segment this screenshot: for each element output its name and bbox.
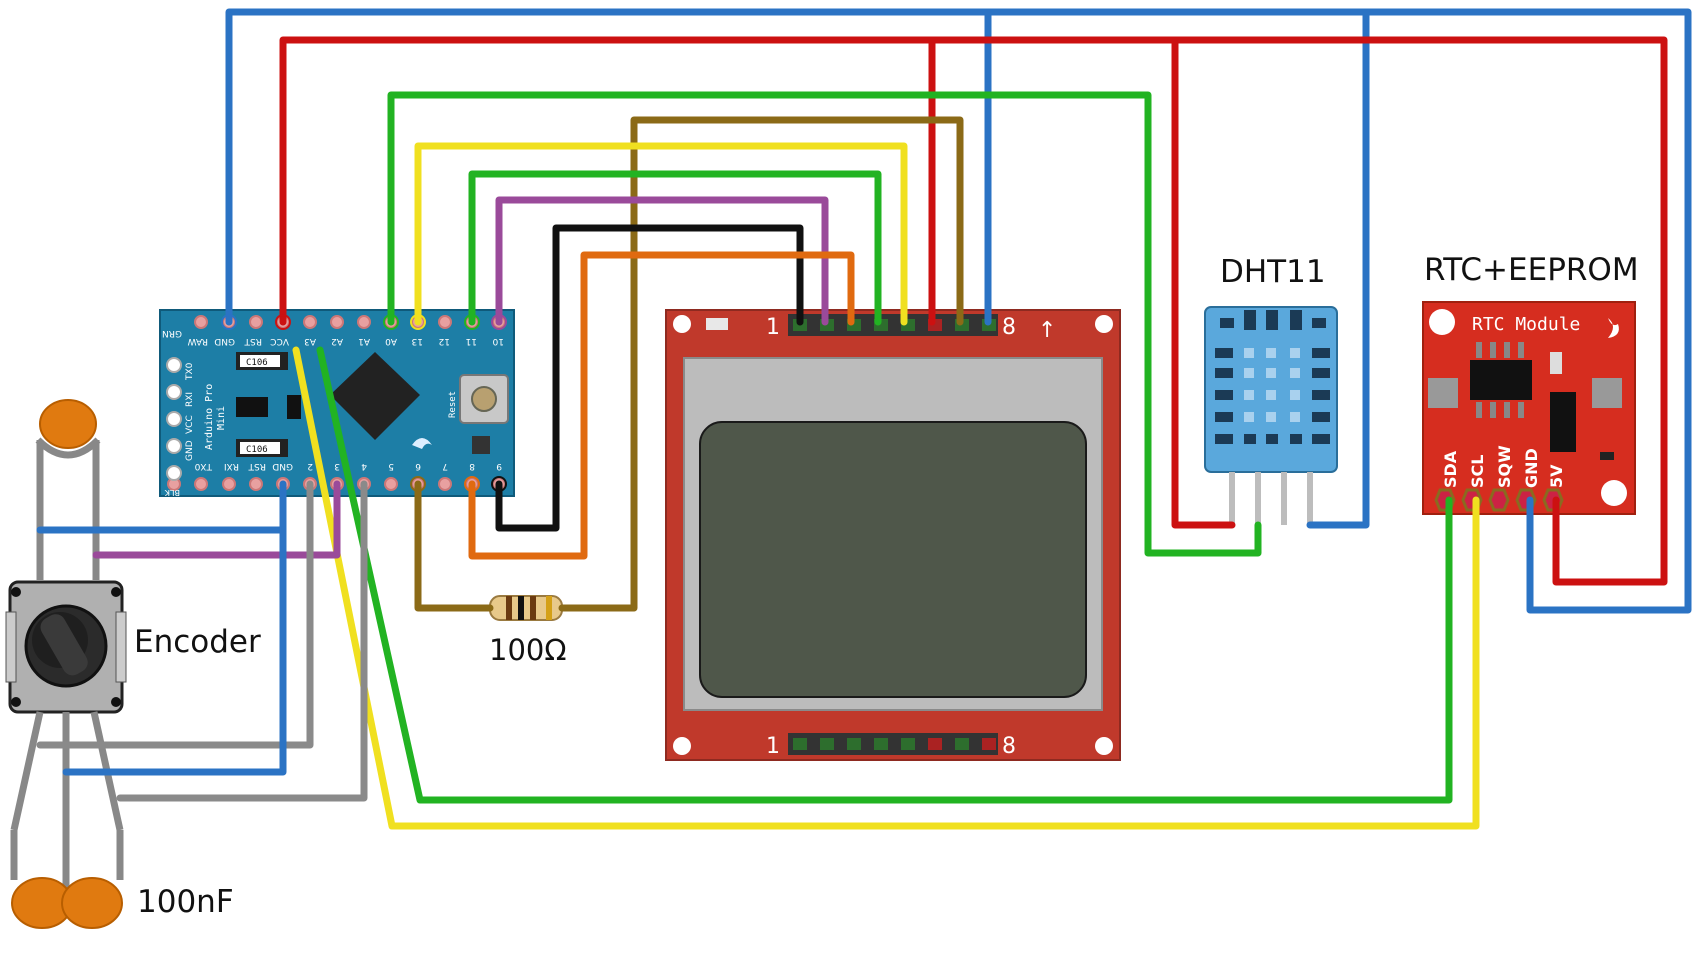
arduino-bottom-labels: TX0 RXI RST GND 2 3 4 5 6 7 8 9: [194, 461, 502, 471]
rtc-pin-scl: SCL: [1468, 455, 1487, 488]
pin-label: BLK: [164, 488, 180, 497]
rtc-title: RTC Module: [1472, 314, 1580, 335]
wire-green-11: [468, 170, 882, 326]
wire-endpoints: [221, 314, 507, 492]
pin-label: 8: [469, 461, 475, 471]
rtc-module: RTC Module SDA SCL SQW GND 5V RTC+EEPROM: [1422, 252, 1639, 515]
lcd-top-pin8-label: 8: [1002, 315, 1016, 340]
pin-label: RAW: [187, 336, 208, 346]
pin-label: A2: [331, 336, 343, 346]
pin-label: GND: [272, 461, 293, 471]
wire-red-dht: [1171, 36, 1236, 529]
rtc-pin-5v: 5V: [1547, 464, 1566, 488]
rtc-chip: [1470, 360, 1532, 400]
lcd-bottom-pin1-label: 1: [766, 734, 780, 759]
pin-label: 2: [307, 461, 313, 471]
pin-label: 6: [415, 461, 421, 471]
pin-label: 11: [466, 336, 477, 346]
dht11-sensor: DHT11: [1204, 254, 1338, 525]
wire-yellow-scl: [292, 346, 1480, 830]
wire-orange: [468, 251, 855, 560]
wire-purple-10: [495, 196, 829, 326]
resistor-label: 100Ω: [489, 633, 567, 667]
arduino-side-labels: TX0 RXI VCC GND BLK: [164, 362, 195, 497]
pin-label: 3: [334, 461, 340, 471]
pin-label: GRN: [162, 328, 182, 338]
wire-red-vcc: [279, 36, 1668, 586]
pin-label: 7: [442, 461, 448, 471]
pin-label: 12: [439, 336, 450, 346]
encoder-label: Encoder: [134, 624, 261, 660]
pin-label: A3: [304, 336, 316, 346]
chip-label-2: C106: [246, 445, 268, 455]
pin-label: 9: [496, 461, 502, 471]
capacitor-top: [35, 399, 101, 580]
pin-label: 5: [388, 461, 394, 471]
arduino-side-pins: [166, 357, 182, 481]
pin-label: VCC: [270, 336, 289, 346]
board-name-line1: Arduino Pro: [204, 384, 215, 450]
lcd-top-header: [788, 314, 998, 336]
pin-label: RST: [244, 336, 262, 346]
wire-yellow-13: [414, 142, 908, 326]
rtc-pin-gnd: GND: [1522, 448, 1541, 488]
wire-blue-gnd: [225, 8, 1692, 614]
wires: [36, 8, 1692, 830]
arduino-component: [236, 397, 268, 417]
chip-label-1: C106: [246, 358, 268, 368]
arduino-pro-mini: GRN RAW GND RST VCC A3 A2 A1 A0 13 12 11…: [159, 309, 515, 497]
wire-purple-enc: [92, 480, 341, 559]
wire-green-sda: [316, 346, 1453, 804]
pin-label: RST: [248, 461, 266, 471]
resistor: 100Ω: [489, 595, 567, 667]
wire-green-a0: [387, 91, 1262, 557]
pin-label: TX0: [194, 461, 213, 471]
rotary-encoder: Encoder: [5, 580, 261, 714]
pin-label: GND: [185, 440, 195, 461]
wire-brown-res: [414, 480, 494, 612]
board-name-line2: Mini: [216, 406, 227, 430]
lcd-top-pin1-label: 1: [766, 315, 780, 340]
lcd-screen: [699, 421, 1087, 698]
pin-label: GND: [214, 336, 235, 346]
pin-label: 10: [492, 336, 504, 346]
wire-blue-dht: [1306, 8, 1370, 529]
pin-label: 13: [412, 336, 423, 346]
sparkfun-logo-icon: [412, 438, 432, 449]
rtc-label: RTC+EEPROM: [1424, 252, 1639, 288]
lcd-nokia5110: 1 8 ↑ 1 8: [665, 309, 1121, 761]
pin-label: A0: [385, 336, 397, 346]
pin-label: TX0: [185, 362, 195, 381]
dht11-label: DHT11: [1220, 254, 1326, 290]
pin-label: VCC: [185, 415, 195, 434]
rtc-pin-sda: SDA: [1441, 450, 1460, 488]
wire-blue-enc-bot: [62, 526, 287, 776]
pin-label: RXI: [224, 461, 239, 471]
lcd-orientation-arrow: ↑: [1038, 318, 1056, 343]
wire-gray-enc2: [116, 480, 368, 802]
arduino-mcu-chip: [330, 352, 420, 440]
pin-label: RXI: [185, 392, 195, 407]
wire-brown: [558, 116, 964, 612]
wire-gray-enc1: [36, 480, 314, 749]
rtc-pin-sqw: SQW: [1495, 445, 1514, 488]
pin-label: A1: [358, 336, 370, 346]
lcd-bottom-header: [788, 733, 998, 755]
pin-label: 4: [361, 461, 367, 471]
reset-label: Reset: [448, 391, 458, 418]
arduino-top-labels: GRN RAW GND RST VCC A3 A2 A1 A0 13 12 11…: [162, 328, 504, 346]
lcd-bottom-pins: [793, 738, 996, 750]
lcd-bottom-pin8-label: 8: [1002, 734, 1016, 759]
wire-black: [495, 224, 804, 532]
sparkfun-flame-icon: [1608, 318, 1619, 338]
capacitor-label: 100nF: [137, 884, 234, 920]
